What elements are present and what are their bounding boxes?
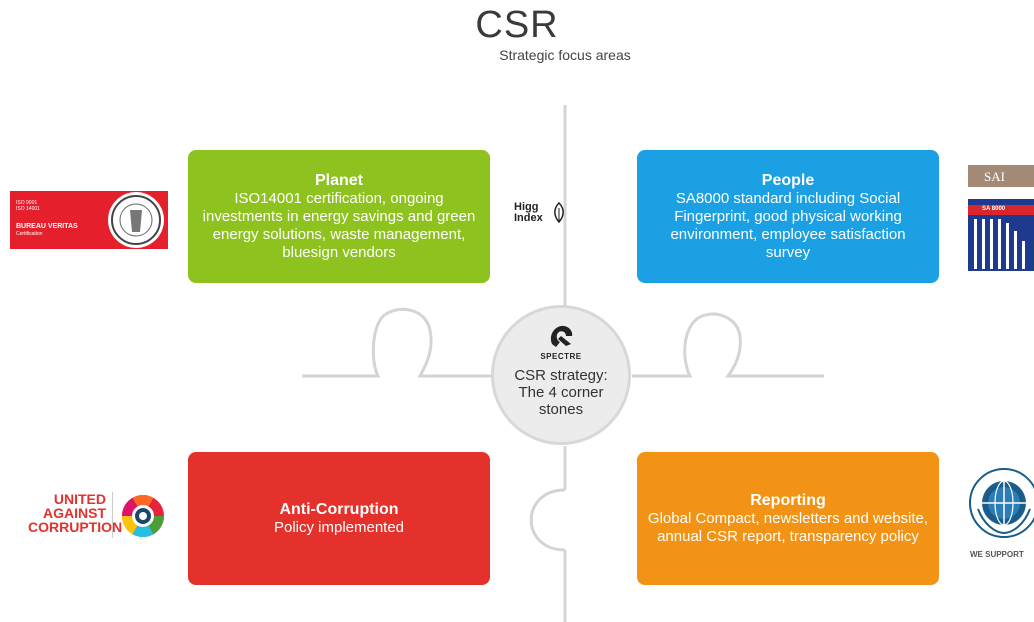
page-subtitle: Strategic focus areas [499,47,631,63]
sai-label: SAI [984,169,1005,184]
global-compact-support: WE SUPPORT [970,550,1024,559]
bv-seal-icon [108,192,164,248]
anti-corruption-body: Policy implemented [273,519,405,536]
planet-title: Planet [314,172,363,189]
anti-corruption-title: Anti-Corruption [279,501,399,518]
center-circle: SPECTRE CSR strategy: The 4 corner stone… [491,305,631,445]
uac-line1: UNITED [53,491,106,507]
spectre-logo-icon [550,325,573,347]
higg-line1: Higg [514,201,539,213]
anti-corruption-card: Anti-Corruption Policy implemented [188,452,490,585]
spectre-brand: SPECTRE [540,352,582,361]
reporting-body: Global Compact, newsletters and website,… [647,510,929,545]
global-compact-logo: WE SUPPORT [966,463,1034,573]
sai-logo: SAI SA 8000 [966,163,1034,271]
leaf-icon [554,202,564,224]
center-text: CSR strategy: The 4 corner stones [514,367,608,418]
bv-line1: ISO 9001 [16,200,38,206]
higg-index-logo: Higg Index [510,190,570,240]
bv-line2: ISO 14001 [16,206,40,212]
people-card: People SA8000 standard including Social … [637,150,939,283]
people-title: People [761,172,815,189]
bv-brand: BUREAU VERITAS [16,223,78,230]
sdg-wheel-icon [121,494,164,538]
uac-line3: CORRUPTION [28,519,123,535]
uac-line2: AGAINST [43,505,106,521]
planet-card: Planet ISO14001 certification, ongoing i… [188,150,490,283]
bureau-veritas-logo: ISO 9001 ISO 14001 BUREAU VERITAS Certif… [10,191,168,249]
page-title: CSR [475,4,559,46]
people-body: SA8000 standard including Social Fingerp… [670,190,906,261]
higg-line2: Index [514,212,543,224]
reporting-title: Reporting [750,492,826,509]
planet-body: ISO14001 certification, ongoing investme… [202,190,476,261]
sai-badge: SA 8000 [982,206,1006,212]
bv-sub: Certification [16,231,43,237]
reporting-card: Reporting Global Compact, newsletters an… [637,452,939,585]
